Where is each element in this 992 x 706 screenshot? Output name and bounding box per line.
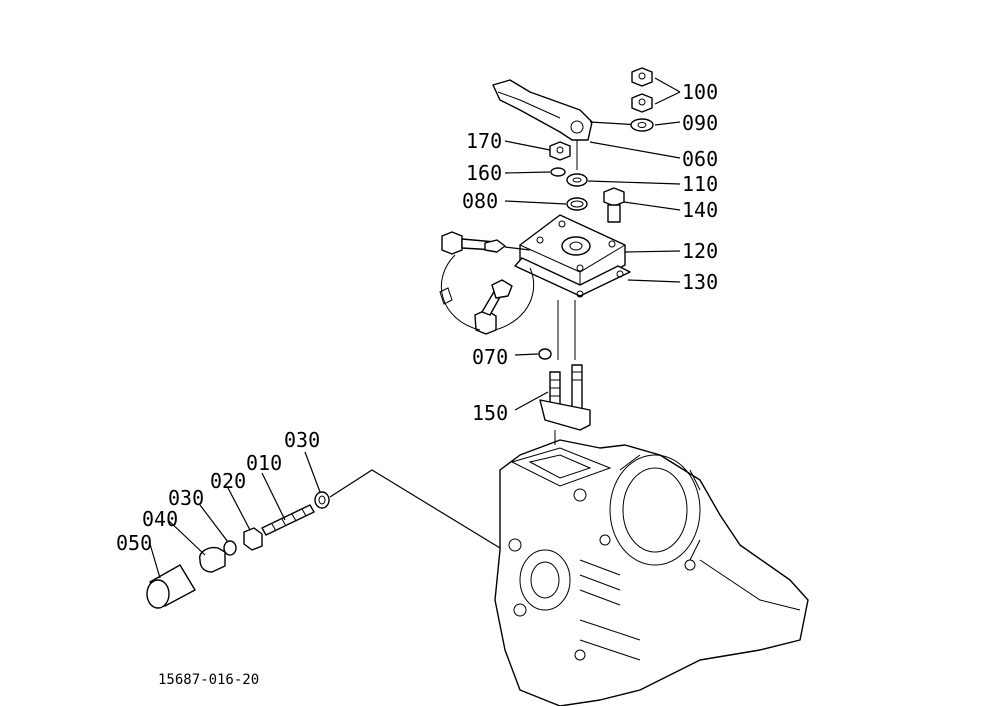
cap-050: [146, 564, 196, 609]
assembly-guides: [554, 140, 578, 445]
cap-nut-040: [199, 546, 226, 573]
callout-110: 110: [682, 172, 718, 196]
callout-030-upper: 030: [284, 428, 320, 452]
callout-010: 010: [246, 451, 282, 475]
washer-030-right: [314, 491, 330, 509]
callout-130: 130: [682, 270, 718, 294]
reference-code: 15687-016-20: [158, 672, 259, 688]
callout-120: 120: [682, 239, 718, 263]
callout-070: 070: [472, 345, 508, 369]
bolt-010: [261, 504, 315, 536]
callout-100: 100: [682, 80, 718, 104]
bolt-detail-left: [439, 231, 535, 335]
callout-170: 170: [466, 129, 502, 153]
leader-shaft: [329, 469, 501, 549]
washer-090: [630, 118, 654, 132]
callout-060: 060: [682, 147, 718, 171]
stud-150: [539, 364, 591, 431]
callout-020: 020: [210, 469, 246, 493]
callout-150: 150: [472, 401, 508, 425]
pin-070: [538, 348, 552, 360]
nut-100-upper: [631, 67, 653, 87]
o-ring-080: [566, 197, 588, 211]
engine-block: [494, 439, 809, 706]
washer-110: [566, 173, 588, 187]
nut-170: [549, 141, 571, 161]
washer-160: [550, 167, 566, 177]
governor-lever-060: [492, 79, 641, 141]
bolt-140: [603, 187, 625, 223]
callout-090: 090: [682, 111, 718, 135]
callout-050: 050: [116, 531, 152, 555]
washer-030-left: [223, 540, 237, 556]
nut-020: [243, 527, 263, 551]
gasket-130: [514, 257, 631, 298]
leader-lines: [149, 77, 681, 579]
callout-140: 140: [682, 198, 718, 222]
callout-030-lower: 030: [168, 486, 204, 510]
callout-080: 080: [462, 189, 498, 213]
callout-040: 040: [142, 507, 178, 531]
callout-160: 160: [466, 161, 502, 185]
nut-100-lower: [631, 93, 653, 113]
